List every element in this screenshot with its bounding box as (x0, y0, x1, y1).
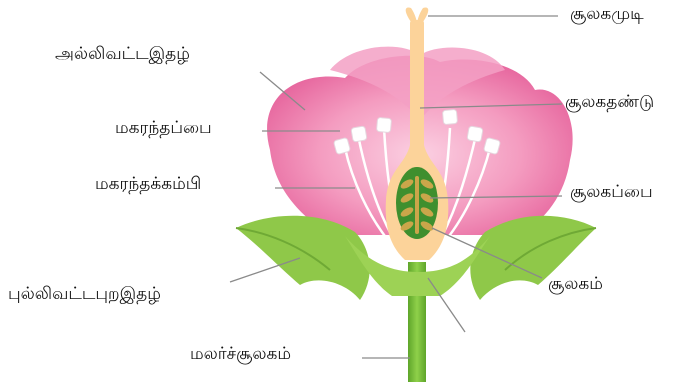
label-stigma: சூலகமுடி (570, 6, 644, 23)
label-ovary: சூலகப்பை (570, 184, 653, 201)
label-filament: மகரந்தக்கம்பி (95, 176, 201, 193)
label-receptacle: மலர்ச்சூலகம் (190, 346, 291, 363)
label-ovule: சூலகம் (548, 276, 603, 293)
label-petal: அல்லிவட்டஇதழ் (55, 46, 190, 63)
label-sepal: புல்லிவட்டபுறஇதழ் (8, 286, 161, 303)
label-anther: மகரந்தப்பை (115, 120, 212, 137)
label-style: சூலகதண்டு (565, 94, 654, 111)
